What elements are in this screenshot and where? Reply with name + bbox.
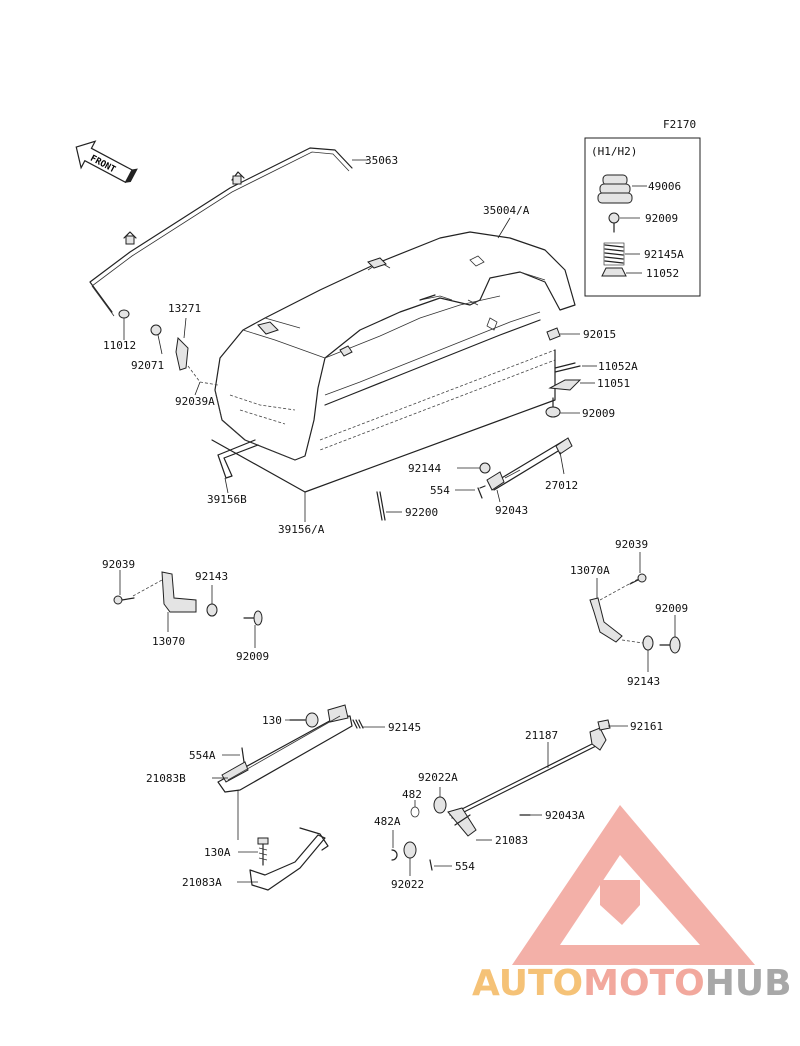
part-92043A: 92043A bbox=[545, 809, 585, 822]
part-39156B: 39156B bbox=[207, 493, 247, 506]
floor-panel-39156A bbox=[211, 349, 556, 493]
bracket-13070 bbox=[132, 571, 197, 613]
watermark: AUTOMOTOHUB bbox=[472, 805, 792, 1004]
part-49006: 49006 bbox=[648, 180, 681, 193]
washer-92022A-icon bbox=[433, 796, 447, 814]
part-21187: 21187 bbox=[525, 729, 558, 742]
diagram-code: F2170 bbox=[663, 118, 696, 131]
part-92039-r: 92039 bbox=[615, 538, 648, 551]
rod-92200-shape bbox=[376, 491, 386, 521]
spring-92145-icon bbox=[352, 719, 364, 729]
part-554A: 554A bbox=[189, 749, 216, 762]
spring-icon bbox=[603, 242, 625, 266]
part-92009-l: 92009 bbox=[236, 650, 269, 663]
part-11012: 11012 bbox=[103, 339, 136, 352]
watermark-moto: MOTO bbox=[583, 963, 705, 1004]
plate-11052A-shape bbox=[554, 362, 581, 373]
bracket-13070A bbox=[589, 577, 641, 643]
lever-21083B bbox=[217, 704, 353, 793]
watermark-auto: AUTO bbox=[472, 963, 583, 1004]
inset-title: (H1/H2) bbox=[591, 145, 637, 158]
lever-21083A bbox=[249, 827, 329, 891]
nut-92071-icon bbox=[150, 324, 162, 336]
part-92015: 92015 bbox=[583, 328, 616, 341]
part-92144: 92144 bbox=[408, 462, 441, 475]
nut-92144-icon bbox=[479, 462, 491, 474]
bolt-92009-icon bbox=[545, 397, 561, 418]
part-92161: 92161 bbox=[630, 720, 663, 733]
pin-554-bottom-icon bbox=[429, 859, 433, 871]
part-92009-a: 92009 bbox=[582, 407, 615, 420]
clip-92015-icon bbox=[546, 327, 561, 341]
part-92009-r: 92009 bbox=[655, 602, 688, 615]
bolt-icon bbox=[608, 212, 620, 233]
part-92143-r: 92143 bbox=[627, 675, 660, 688]
svg-text:AUTOMOTOHUB: AUTOMOTOHUB bbox=[472, 963, 792, 1004]
part-35004A: 35004/A bbox=[483, 204, 530, 217]
bracket-11051-shape bbox=[548, 379, 582, 391]
part-92039-l: 92039 bbox=[102, 558, 135, 571]
latch-13271-shape bbox=[175, 336, 189, 371]
part-92009-inset: 92009 bbox=[645, 212, 678, 225]
part-21083B: 21083B bbox=[146, 772, 186, 785]
part-13271: 13271 bbox=[168, 302, 201, 315]
part-39156A: 39156/A bbox=[278, 523, 325, 536]
inset-box: (H1/H2) 49006 92009 92145A 11052 bbox=[584, 137, 701, 297]
bumper-rubber-icon bbox=[597, 174, 633, 204]
front-arrow-icon: FRONT bbox=[75, 140, 138, 184]
watermark-triangle-logo bbox=[512, 805, 755, 965]
part-35063: 35063 bbox=[365, 154, 398, 167]
pin-554-icon bbox=[477, 485, 486, 499]
clip-482A-icon bbox=[391, 849, 398, 861]
part-13070A: 13070A bbox=[570, 564, 610, 577]
bolt-92009-left-icon bbox=[243, 610, 263, 626]
part-92022A: 92022A bbox=[418, 771, 458, 784]
part-13070: 13070 bbox=[152, 635, 185, 648]
part-39156B-shape bbox=[217, 439, 259, 479]
part-21083A: 21083A bbox=[182, 876, 222, 889]
ring-482-icon bbox=[410, 806, 420, 818]
part-21083: 21083 bbox=[495, 834, 528, 847]
bolt-92039-left-icon bbox=[113, 595, 135, 605]
part-482: 482 bbox=[402, 788, 422, 801]
bolt-130A-icon bbox=[257, 837, 269, 866]
lever-21083 bbox=[447, 807, 477, 837]
part-554: 554 bbox=[430, 484, 450, 497]
part-130: 130 bbox=[262, 714, 282, 727]
part-11052: 11052 bbox=[646, 267, 679, 280]
part-11052A: 11052A bbox=[598, 360, 638, 373]
cargo-bed-35004A bbox=[214, 231, 576, 461]
washer-92143-right-icon bbox=[642, 635, 654, 651]
part-92039A: 92039A bbox=[175, 395, 215, 408]
watermark-hub: HUB bbox=[705, 963, 792, 1004]
bolt-92039-right-icon bbox=[629, 573, 647, 585]
bolt-92009-right-icon bbox=[659, 636, 681, 654]
washer-92022-icon bbox=[403, 841, 417, 859]
part-92043: 92043 bbox=[495, 504, 528, 517]
part-92022: 92022 bbox=[391, 878, 424, 891]
pin-554A-icon bbox=[241, 747, 245, 763]
cable-35063 bbox=[89, 147, 353, 319]
part-92145: 92145 bbox=[388, 721, 421, 734]
part-554-b: 554 bbox=[455, 860, 475, 873]
part-27012: 27012 bbox=[545, 479, 578, 492]
clip-92161-icon bbox=[597, 719, 611, 731]
part-92145A: 92145A bbox=[644, 248, 684, 261]
part-482A: 482A bbox=[374, 815, 401, 828]
part-92143-l: 92143 bbox=[195, 570, 228, 583]
part-92071: 92071 bbox=[131, 359, 164, 372]
rod-21187 bbox=[449, 727, 607, 819]
part-92200: 92200 bbox=[405, 506, 438, 519]
part-130A: 130A bbox=[204, 846, 231, 859]
bracket-icon bbox=[601, 267, 627, 277]
washer-92143-left-icon bbox=[206, 603, 218, 617]
lock-rod-27012 bbox=[486, 437, 573, 491]
part-11051: 11051 bbox=[597, 377, 630, 390]
